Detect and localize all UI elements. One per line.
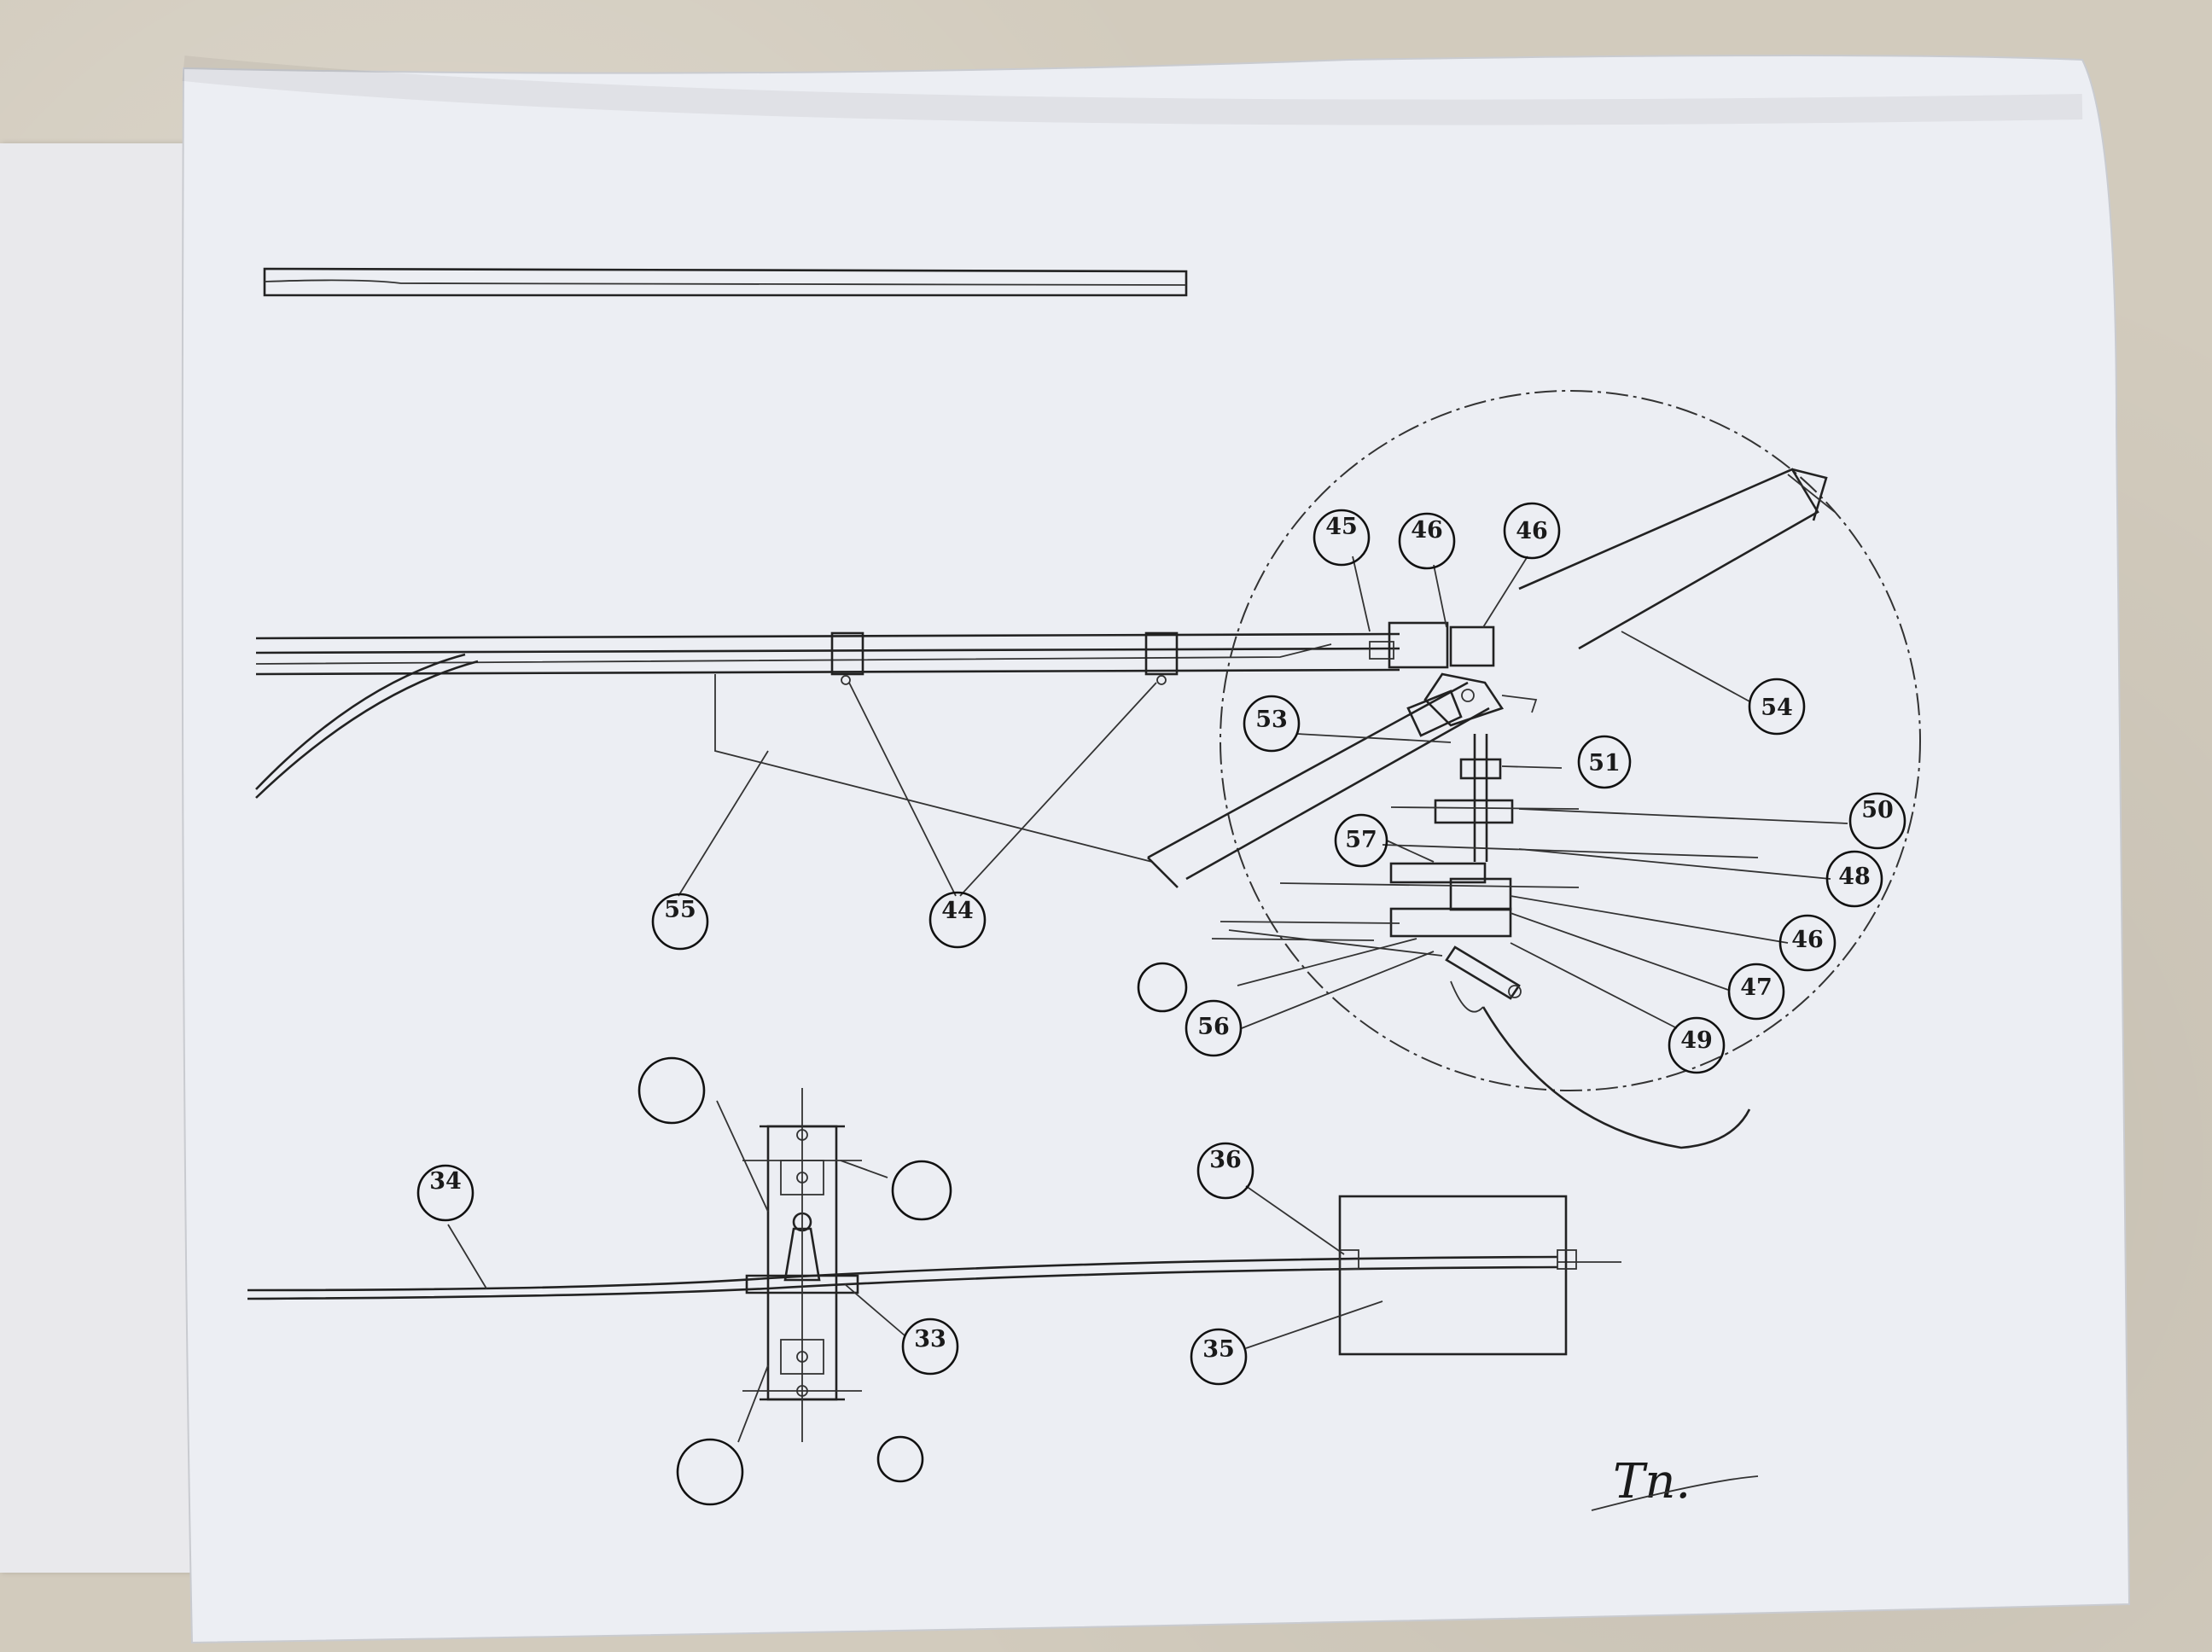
top-bar-part <box>263 267 1188 297</box>
bubble-label: 46 <box>1411 517 1443 544</box>
bubble-46-right: 46 <box>1778 914 1837 972</box>
note-bubble-right-bottom <box>876 1435 924 1483</box>
bubble-label: 35 <box>1202 1336 1235 1363</box>
bubble-46-top-a: 46 <box>1398 512 1456 570</box>
bubble-label: 34 <box>429 1168 462 1195</box>
signature-text: Tn. <box>1613 1454 1691 1509</box>
bubble-33: 33 <box>901 1318 959 1376</box>
leader-lines <box>447 556 1848 1443</box>
bubble-47: 47 <box>1727 963 1785 1021</box>
bubble-label: 56 <box>1197 1014 1230 1040</box>
bubble-label: 45 <box>1325 514 1358 540</box>
bottom-assembly <box>247 1088 1621 1442</box>
bubble-label: 53 <box>1255 707 1288 733</box>
bubble-48: 48 <box>1825 850 1883 908</box>
bubble-label: 47 <box>1740 974 1773 1001</box>
detail-circle <box>1147 390 1921 1149</box>
bubble-53: 53 <box>1243 695 1301 753</box>
note-bubble-left-bottom <box>676 1438 744 1506</box>
bubble-label: 55 <box>664 897 696 923</box>
bubble-34: 34 <box>416 1164 474 1222</box>
bubble-44: 44 <box>928 891 987 949</box>
bubble-label: 50 <box>1861 797 1894 823</box>
bubble-label: 48 <box>1838 864 1871 890</box>
bubble-label: 33 <box>914 1326 946 1352</box>
paper-sheet <box>181 55 2131 1644</box>
note-bubble-right-mid <box>891 1160 952 1221</box>
bubble-label: 44 <box>941 898 974 924</box>
bubble-36: 36 <box>1196 1142 1254 1200</box>
note-bubble-circle-detail <box>1137 962 1188 1013</box>
paper-fold-shadow <box>182 55 2083 125</box>
bubble-56: 56 <box>1185 999 1243 1057</box>
bubble-50: 50 <box>1848 792 1906 850</box>
bubble-49: 49 <box>1668 1016 1726 1074</box>
bubble-45: 45 <box>1313 509 1371 567</box>
bubble-54: 54 <box>1748 678 1806 736</box>
bubble-35: 35 <box>1190 1328 1248 1386</box>
bubble-label: 51 <box>1588 750 1621 777</box>
bubble-label: 46 <box>1791 927 1824 953</box>
bubble-label: 57 <box>1345 827 1377 853</box>
bubble-46-top-b: 46 <box>1503 502 1561 560</box>
bubble-55: 55 <box>651 893 709 951</box>
signature: Tn. <box>1591 1454 1759 1511</box>
bubble-label: 46 <box>1516 518 1548 544</box>
note-bubble-left-top <box>637 1056 706 1125</box>
bubble-label: 36 <box>1209 1147 1242 1173</box>
bubble-label: 54 <box>1761 695 1793 721</box>
main-arm <box>255 631 1400 863</box>
bubble-label: 49 <box>1680 1027 1713 1054</box>
bubble-51: 51 <box>1577 735 1632 789</box>
bubble-57: 57 <box>1334 813 1388 868</box>
